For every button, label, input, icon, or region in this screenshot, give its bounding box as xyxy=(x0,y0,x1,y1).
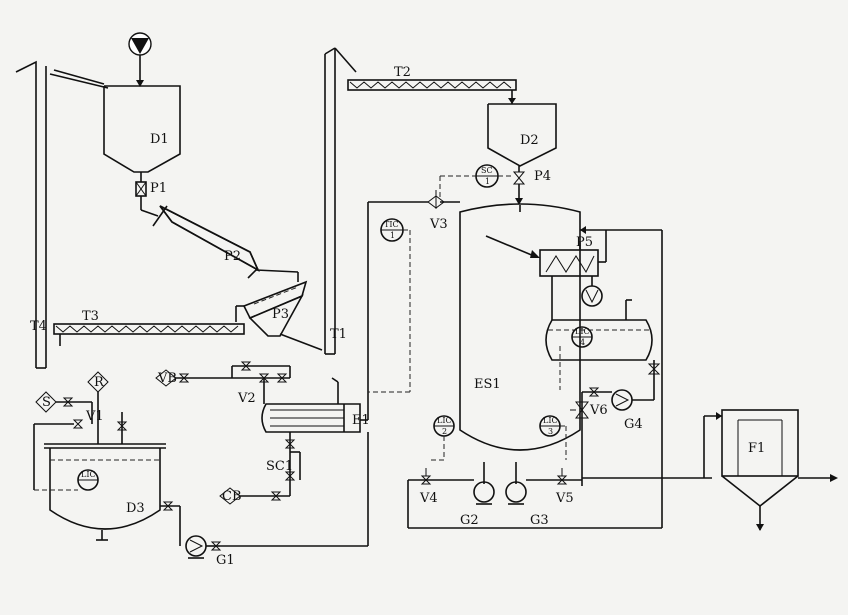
bucket-elevator-t4 xyxy=(15,60,109,369)
label-t1: T1 xyxy=(330,327,347,342)
hopper-d2: D2 xyxy=(487,103,557,167)
tic1-top: TIC xyxy=(384,220,399,229)
lic3-bot: 3 xyxy=(548,427,553,436)
label-p5: P5 xyxy=(576,235,593,250)
pump-g2: G2 xyxy=(460,462,495,528)
sc1-line: SC1 CB xyxy=(219,432,301,505)
label-t2: T2 xyxy=(394,65,411,80)
steam-line-v3: V3 xyxy=(367,190,460,420)
tic1-bot: 1 xyxy=(390,231,395,240)
pump-g4: G4 xyxy=(582,387,655,432)
d3-inputs: S R V1 xyxy=(33,371,128,491)
label-p2: P2 xyxy=(224,249,241,264)
hopper-d1: D1 xyxy=(103,85,181,173)
label-s: S xyxy=(42,395,51,410)
speed-controller-sc1: SC 1 xyxy=(439,164,514,200)
label-g3: G3 xyxy=(530,513,549,528)
screw-conveyor-t3: T3 T4 xyxy=(30,309,245,346)
label-r: R xyxy=(94,375,105,390)
receiver-tank: LIC 4 xyxy=(545,299,661,390)
label-p3: P3 xyxy=(272,307,289,322)
vb-line: VB V2 xyxy=(155,361,291,406)
level-controller-lic3: LIC 3 xyxy=(539,415,567,460)
label-t3: T3 xyxy=(82,309,99,324)
label-v2: V2 xyxy=(237,391,256,406)
heat-exchanger-e1: E1 xyxy=(220,377,370,547)
sc1-bot: 1 xyxy=(485,177,490,186)
rotary-valve-p1: P1 xyxy=(135,172,167,217)
label-v1: V1 xyxy=(85,409,104,424)
label-d2: D2 xyxy=(520,133,539,148)
lic3-top: LIC xyxy=(543,416,558,425)
product-line xyxy=(582,412,722,479)
valve-v6: V6 xyxy=(570,392,608,486)
label-g2: G2 xyxy=(460,513,479,528)
label-v5: V5 xyxy=(555,491,574,506)
label-sc1: SC1 xyxy=(266,459,293,474)
sc1-top: SC xyxy=(481,166,493,175)
label-v4: V4 xyxy=(419,491,438,506)
screw-conveyor-t2: T2 xyxy=(347,65,517,104)
lic2-bot: 2 xyxy=(442,427,447,436)
pump-g1: G1 xyxy=(179,506,235,568)
valve-v5: V5 xyxy=(526,468,582,506)
bucket-elevator-t1: T1 xyxy=(324,47,357,355)
label-g1: G1 xyxy=(216,553,235,568)
label-d3: D3 xyxy=(126,501,145,516)
label-p4: P4 xyxy=(534,169,551,184)
filter-f1: F1 xyxy=(721,409,838,531)
rotary-valve-p4: P4 xyxy=(512,166,551,205)
label-v3: V3 xyxy=(429,217,448,232)
temperature-controller-tic1: TIC 1 xyxy=(368,218,411,393)
lic4-top: LIC xyxy=(575,327,590,336)
tank-d3: LIC D3 xyxy=(44,443,180,541)
level-controller-lic2: LIC 2 xyxy=(428,415,455,461)
valve-v4: V4 xyxy=(407,468,663,529)
label-cb: CB xyxy=(222,489,242,504)
label-t4: T4 xyxy=(30,319,47,334)
label-d1: D1 xyxy=(150,132,169,147)
condenser-p5: P5 xyxy=(539,229,662,320)
vessel-es1: ES1 xyxy=(459,203,581,451)
label-f1: F1 xyxy=(748,441,765,456)
label-v6: V6 xyxy=(589,403,608,418)
label-es1: ES1 xyxy=(474,377,501,392)
pump-g3: G3 xyxy=(505,462,549,528)
lic-d3: LIC xyxy=(81,470,96,479)
label-vb: VB xyxy=(157,371,177,386)
dryer-p2: P2 xyxy=(152,205,299,282)
lic2-top: LIC xyxy=(437,416,452,425)
lic4-bot: 4 xyxy=(580,338,585,347)
sieve-p3: P3 xyxy=(235,280,323,351)
label-g4: G4 xyxy=(624,417,643,432)
label-p1: P1 xyxy=(150,181,167,196)
feed-inlet-icon xyxy=(128,32,152,87)
return-line xyxy=(580,226,663,478)
